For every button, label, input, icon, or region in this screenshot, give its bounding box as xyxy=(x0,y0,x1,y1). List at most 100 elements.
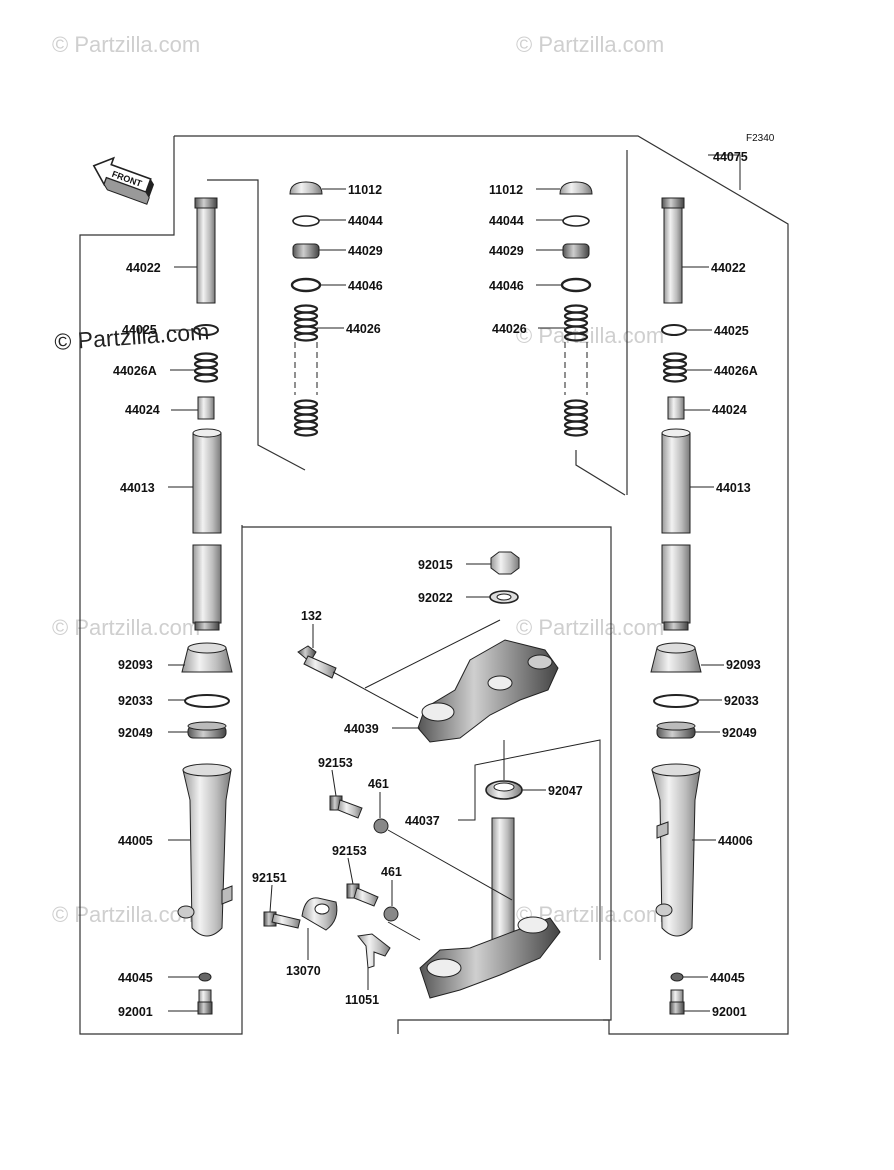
left-collar-44024 xyxy=(197,396,215,420)
right-collar-44024 xyxy=(667,396,685,420)
spring-left-group-line xyxy=(207,179,306,471)
label-spring-right-44044: 44044 xyxy=(489,214,524,228)
spring-right-ring-44044 xyxy=(562,215,590,227)
left-frame xyxy=(174,135,789,1035)
clamp-13070 xyxy=(301,897,338,931)
watermark-bottom-left: © Partzilla.com xyxy=(52,902,200,927)
left-outer-tube-44005 xyxy=(177,763,233,937)
label-right-44025: 44025 xyxy=(714,324,749,338)
label-left-44025: 44025 xyxy=(122,323,157,337)
front-arrow-icon: FRONT xyxy=(92,156,155,205)
left-oil-seal-92049 xyxy=(187,721,227,739)
stem-44037 xyxy=(419,817,561,999)
watermark-top-left: © Partzilla.com xyxy=(52,32,200,57)
label-left-44022: 44022 xyxy=(126,261,161,275)
spring-right-oring-44046 xyxy=(560,277,592,293)
bearing-cup-92047 xyxy=(485,780,523,800)
spring-left-oring-44046 xyxy=(290,277,322,293)
watermark-mid-left: © Partzilla.com xyxy=(52,615,200,640)
spring-right-cap-11012 xyxy=(559,181,593,195)
right-spring-44026A xyxy=(662,352,688,383)
label-right-44045: 44045 xyxy=(710,971,745,985)
ref-code: F2340 xyxy=(746,133,775,144)
center-frame xyxy=(242,526,612,1034)
label-right-92093: 92093 xyxy=(726,658,761,672)
right-bolt-92001 xyxy=(669,989,685,1015)
label-spring-right-44029: 44029 xyxy=(489,244,524,258)
spring-right-collar-44029 xyxy=(562,243,590,259)
spring-right-group-line xyxy=(575,450,626,496)
label-right-44024: 44024 xyxy=(712,403,747,417)
nut-92015 xyxy=(490,551,520,575)
label-92151: 92151 xyxy=(252,871,287,885)
label-right-44022: 44022 xyxy=(711,261,746,275)
watermark-center-right: © Partzilla.com xyxy=(516,615,664,640)
label-44037: 44037 xyxy=(405,814,440,828)
label-left-92049: 92049 xyxy=(118,726,153,740)
label-left-44013: 44013 xyxy=(120,481,155,495)
label-right-44013: 44013 xyxy=(716,481,751,495)
label-11051: 11051 xyxy=(345,993,379,1007)
label-461-lower: 461 xyxy=(381,865,402,879)
label-spring-right-11012: 11012 xyxy=(489,183,523,197)
right-clip-92033 xyxy=(653,694,699,708)
label-left-92033: 92033 xyxy=(118,694,153,708)
label-92153-upper: 92153 xyxy=(318,756,353,770)
right-dust-seal-92093 xyxy=(650,642,702,673)
bolt-92153-upper xyxy=(329,795,363,819)
left-bolt-92001 xyxy=(197,989,213,1015)
spring-left-cap-11012 xyxy=(289,181,323,195)
label-92015: 92015 xyxy=(418,558,453,572)
label-92153-lower: 92153 xyxy=(332,844,367,858)
label-right-92033: 92033 xyxy=(724,694,759,708)
left-outer-frame xyxy=(79,136,243,1035)
label-left-44024: 44024 xyxy=(125,403,160,417)
bolt-92151 xyxy=(263,911,301,929)
left-clip-92033 xyxy=(184,694,230,708)
label-left-92093: 92093 xyxy=(118,658,153,672)
label-left-92001: 92001 xyxy=(118,1005,153,1019)
label-spring-right-44046: 44046 xyxy=(489,279,524,293)
label-left-44005: 44005 xyxy=(118,834,153,848)
label-left-44026A: 44026A xyxy=(113,364,157,378)
left-inner-tube-44013 xyxy=(192,428,222,631)
label-assembly: 44075 xyxy=(713,150,748,164)
label-right-44026A: 44026A xyxy=(714,364,758,378)
label-spring-left-44046: 44046 xyxy=(348,279,383,293)
label-right-44006: 44006 xyxy=(718,834,753,848)
label-spring-right-44026: 44026 xyxy=(492,322,527,336)
label-461-upper: 461 xyxy=(368,777,389,791)
right-inner-tube-44013 xyxy=(661,428,691,631)
label-spring-left-44044: 44044 xyxy=(348,214,383,228)
left-washer-44045 xyxy=(198,972,212,982)
watermark-top-right: © Partzilla.com xyxy=(516,32,664,57)
label-spring-left-44026: 44026 xyxy=(346,322,381,336)
label-132: 132 xyxy=(301,609,322,623)
bolt-132 xyxy=(297,645,337,679)
label-92047: 92047 xyxy=(548,784,583,798)
leader-lines xyxy=(168,154,741,1012)
left-dust-seal-92093 xyxy=(181,642,233,673)
label-spring-left-44029: 44029 xyxy=(348,244,383,258)
label-spring-left-11012: 11012 xyxy=(348,183,382,197)
right-oil-seal-92049 xyxy=(656,721,696,739)
watermark-mid-right: © Partzilla.com xyxy=(516,323,664,348)
label-92022: 92022 xyxy=(418,591,453,605)
spring-left-ring-44044 xyxy=(292,215,320,227)
label-right-92049: 92049 xyxy=(722,726,757,740)
label-13070: 13070 xyxy=(286,964,321,978)
right-fork-tube-44022 xyxy=(661,197,685,304)
left-fork-tube-44022 xyxy=(194,197,218,304)
label-left-44045: 44045 xyxy=(118,971,153,985)
label-right-92001: 92001 xyxy=(712,1005,747,1019)
spring-right-coil-44026 xyxy=(563,304,589,437)
bracket-11051 xyxy=(357,933,391,969)
spring-left-coil-44026 xyxy=(293,304,319,437)
left-spring-44026A xyxy=(193,352,219,383)
washer-461-upper xyxy=(373,818,389,834)
upper-bracket-44039 xyxy=(417,639,559,743)
bolt-92153-lower xyxy=(346,883,379,907)
right-outer-tube-44006 xyxy=(651,763,701,937)
